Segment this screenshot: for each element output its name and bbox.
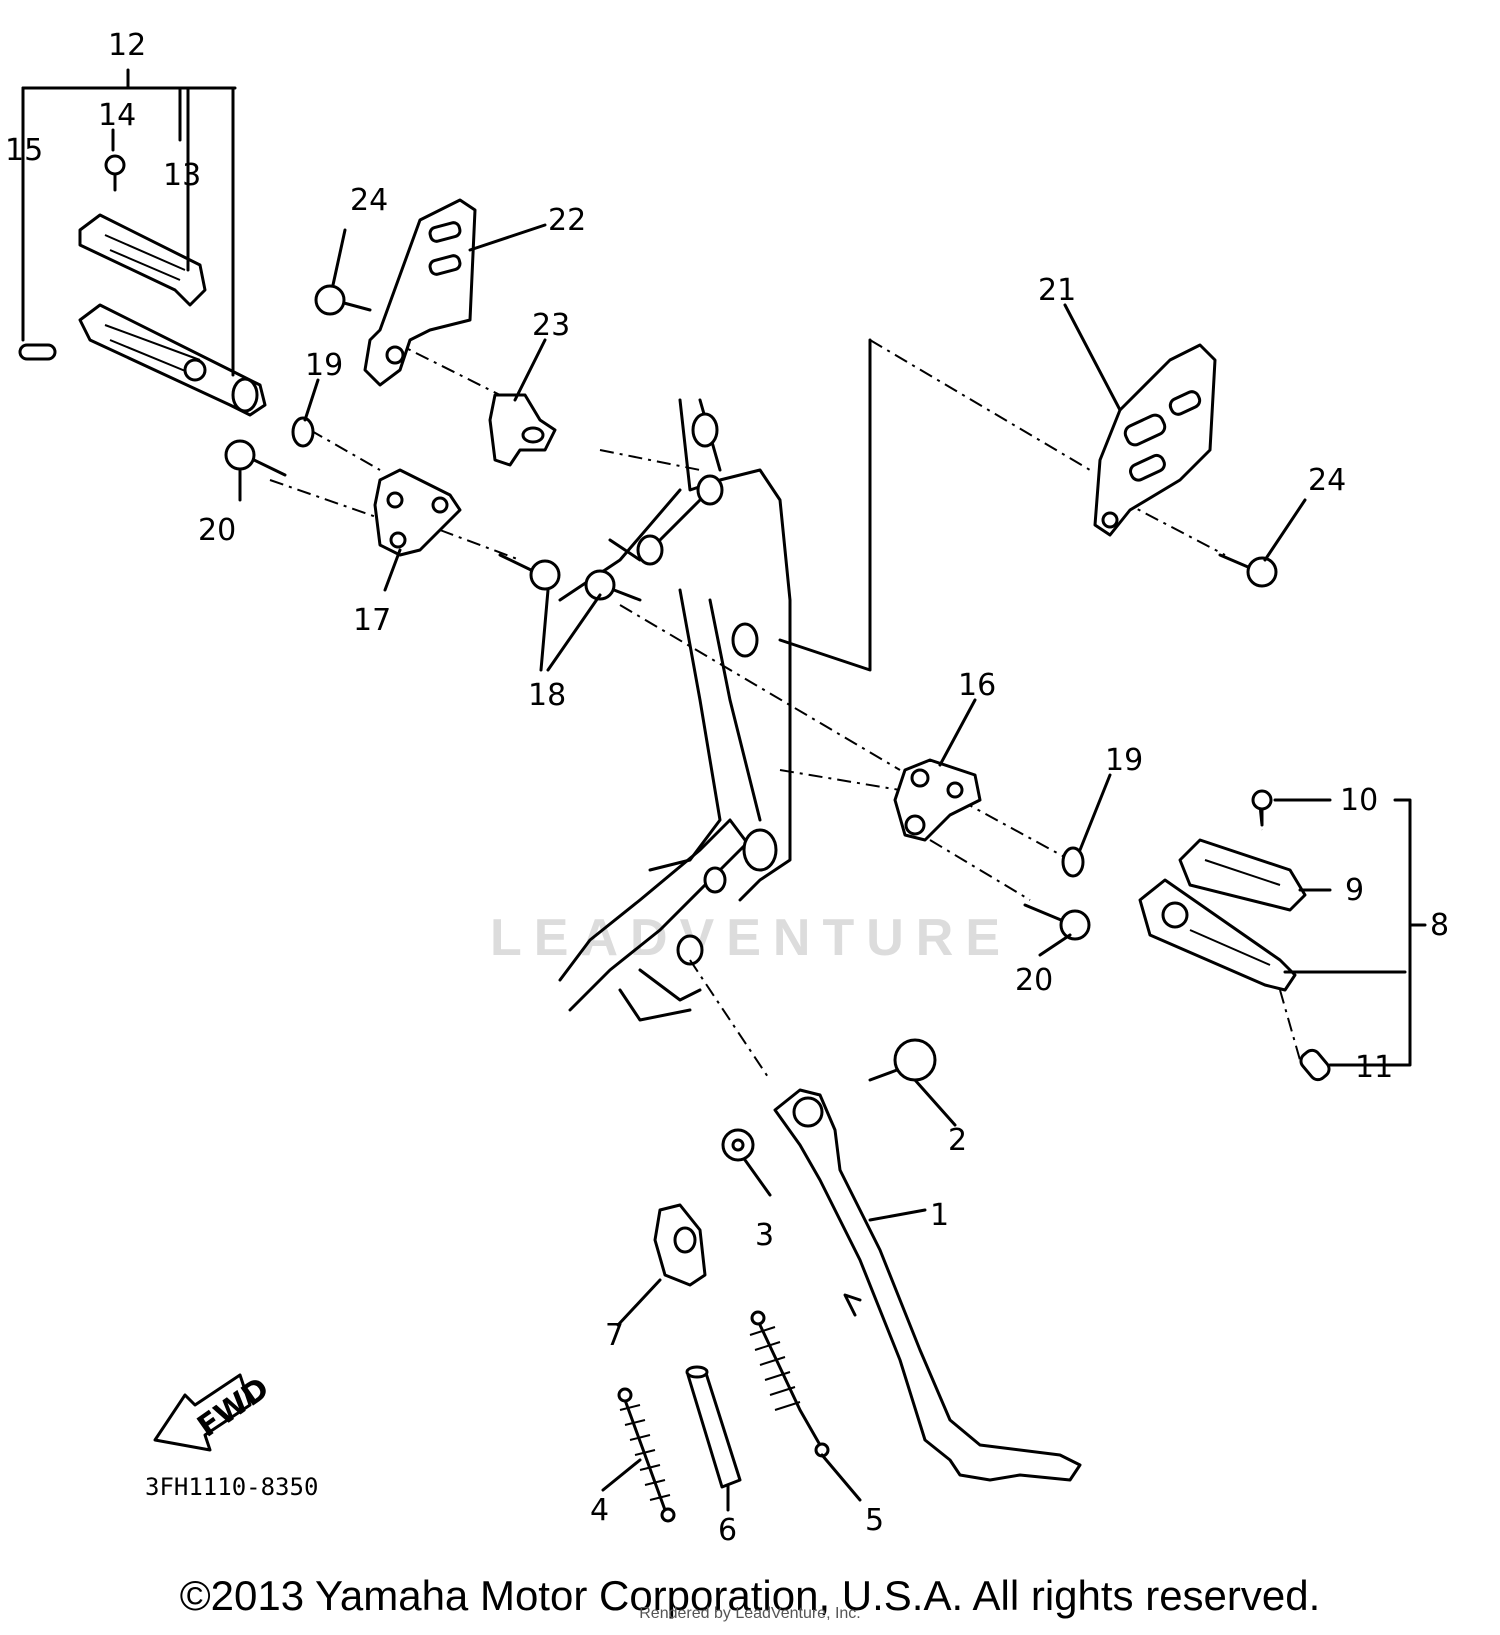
sidestand-1 <box>773 1088 1082 1482</box>
callout-numbers: 1 2 3 4 5 6 7 8 9 10 11 12 13 14 15 16 1… <box>5 28 1449 1548</box>
plate-22 <box>363 198 477 387</box>
bracket-23 <box>488 393 557 467</box>
bolt-14 <box>104 154 126 192</box>
callout-17: 17 <box>353 603 391 638</box>
callout-19-left: 19 <box>305 348 343 383</box>
callout-24-right: 24 <box>1308 463 1346 498</box>
bolt-24-right <box>1218 553 1278 588</box>
callout-1: 1 <box>930 1198 949 1233</box>
callout-22: 22 <box>548 203 586 238</box>
callout-6: 6 <box>718 1513 737 1548</box>
rendered-by-note: Rendered by LeadVenture, Inc. <box>639 1605 861 1622</box>
diagram-code: 3FH1110-8350 <box>145 1473 318 1501</box>
callout-2: 2 <box>948 1123 967 1158</box>
collar-19-left <box>291 416 315 448</box>
assembly-lines <box>269 338 1301 1081</box>
callout-9: 9 <box>1345 873 1364 908</box>
callout-7: 7 <box>605 1318 624 1353</box>
spring-5 <box>749 1310 830 1458</box>
callout-23: 23 <box>532 308 570 343</box>
bolt-18-b <box>584 569 642 602</box>
callout-3: 3 <box>755 1218 774 1253</box>
plate-7 <box>653 1203 707 1287</box>
callout-8: 8 <box>1430 908 1449 943</box>
callout-11: 11 <box>1355 1050 1393 1085</box>
footrest-right <box>1138 838 1307 992</box>
bolt-15 <box>18 343 57 361</box>
plate-21 <box>1093 343 1217 537</box>
nut-3 <box>721 1128 755 1162</box>
callout-16: 16 <box>958 668 996 703</box>
collar-19-right <box>1061 846 1085 878</box>
callout-12: 12 <box>108 28 146 63</box>
callout-15: 15 <box>5 133 43 168</box>
callout-10: 10 <box>1340 783 1378 818</box>
bolt-20-left <box>224 439 287 477</box>
bolt-20-right <box>1023 903 1091 941</box>
callout-20-right: 20 <box>1015 963 1053 998</box>
bolt-2 <box>868 1038 937 1082</box>
callout-19-right: 19 <box>1105 743 1143 778</box>
callout-24-left: 24 <box>350 183 388 218</box>
bracket-16 <box>893 758 982 842</box>
spring-4 <box>617 1387 676 1523</box>
copyright-notice: ©2013 Yamaha Motor Corporation, U.S.A. A… <box>179 1572 1321 1619</box>
callout-leaders <box>21 68 1427 1512</box>
callout-20-left: 20 <box>198 513 236 548</box>
bolt-24-left <box>314 284 372 316</box>
callout-21: 21 <box>1038 273 1076 308</box>
bracket-17 <box>373 468 462 557</box>
callout-4: 4 <box>590 1493 609 1528</box>
callout-5: 5 <box>865 1503 884 1538</box>
frame <box>558 398 792 1022</box>
footrest-left <box>78 213 267 417</box>
fwd-arrow-icon: FWD <box>153 1371 276 1452</box>
tube-6 <box>685 1365 742 1489</box>
watermark-text: LEADVENTURE <box>490 909 1012 967</box>
pin-11 <box>1299 1048 1331 1082</box>
bolt-18-a <box>498 553 561 591</box>
callout-18: 18 <box>528 678 566 713</box>
callout-13: 13 <box>163 158 201 193</box>
bolt-10 <box>1251 789 1273 827</box>
callout-14: 14 <box>98 98 136 133</box>
